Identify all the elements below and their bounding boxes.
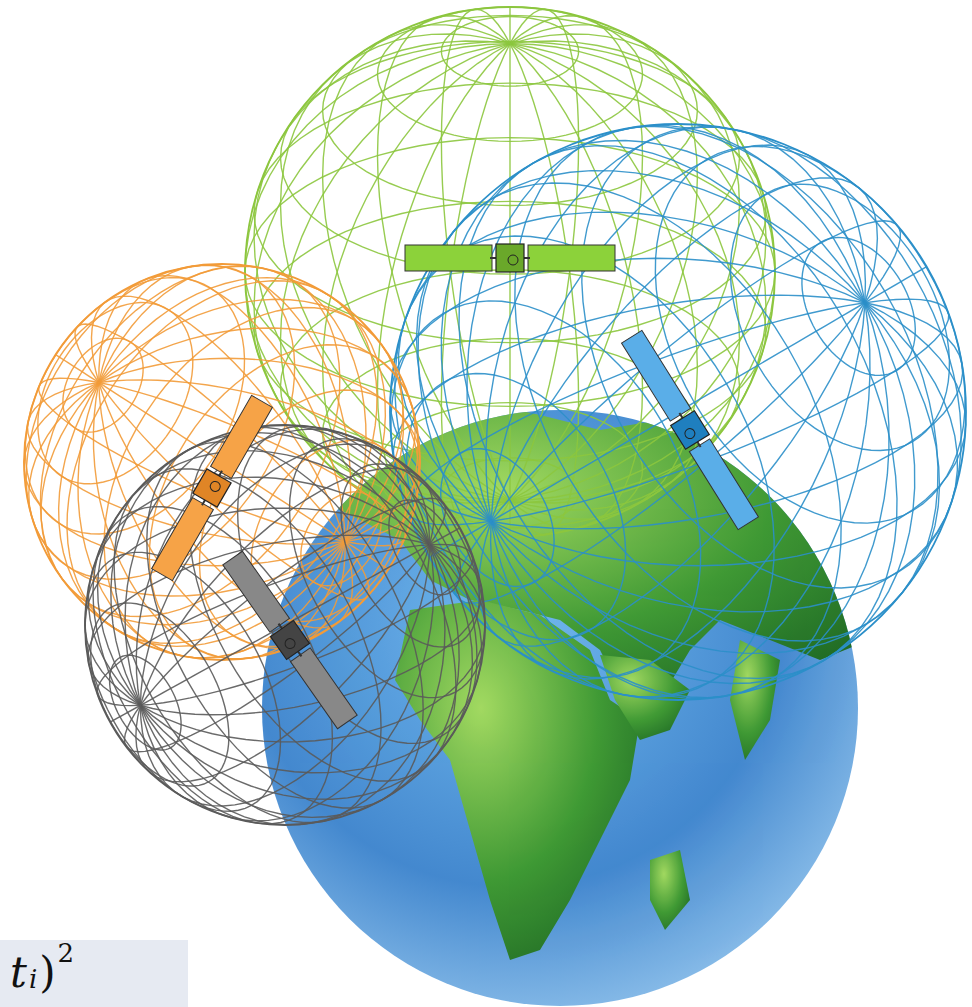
solar-panel: [689, 439, 758, 530]
grid-line: [28, 380, 417, 544]
solar-panel: [622, 330, 691, 421]
grid-line: [441, 9, 578, 534]
formula-text: ): [39, 952, 55, 994]
grid-line: [479, 178, 878, 646]
satellites: [150, 244, 760, 730]
grid-line: [441, 9, 578, 534]
grid-line: [111, 433, 459, 818]
antenna: [283, 637, 297, 651]
grid-line: [393, 295, 962, 529]
solar-panel: [211, 395, 273, 478]
grid-line: [467, 126, 889, 699]
grid-line: [136, 468, 434, 782]
solar-panel: [223, 551, 290, 632]
grid-line: [89, 477, 482, 772]
grid-line: [456, 221, 901, 603]
satellite-body: [496, 244, 524, 272]
grid-line: [59, 278, 386, 647]
satellite: [405, 244, 615, 272]
grid-line: [254, 41, 766, 503]
grid-line: [254, 41, 766, 503]
sphere-outline: [85, 425, 485, 825]
signal-spheres: [24, 7, 966, 825]
grid-line: [486, 127, 870, 697]
grid-line: [124, 498, 445, 751]
grid-line: [441, 140, 914, 683]
grid-line: [491, 145, 866, 679]
wireframe-sphere: [85, 425, 485, 825]
africa: [395, 600, 640, 960]
antenna: [683, 427, 697, 441]
grid-line: [78, 266, 366, 658]
solar-panel: [528, 245, 615, 271]
india: [730, 640, 780, 760]
grid-line: [88, 535, 482, 715]
formula-text: 2: [58, 940, 75, 966]
island: [650, 850, 690, 930]
satellite-body: [271, 621, 310, 660]
antenna: [508, 255, 518, 265]
grid-line: [417, 171, 940, 654]
antenna: [208, 480, 222, 494]
satellite-body: [193, 469, 231, 507]
formula-panel: [0, 940, 188, 1007]
grid-line: [85, 508, 485, 742]
solar-panel: [290, 648, 357, 729]
grid-line: [245, 44, 775, 501]
solar-panel: [405, 245, 492, 271]
solar-panel: [152, 498, 214, 581]
grid-line: [41, 299, 403, 624]
satellite: [620, 329, 760, 530]
earth-globe: [262, 400, 870, 1006]
grid-line: [429, 267, 926, 558]
formula-text: t: [10, 952, 27, 994]
satellite-body: [671, 411, 710, 450]
grid-line: [136, 429, 433, 821]
grid-line: [125, 425, 445, 825]
formula-text: i: [29, 966, 37, 992]
grid-line: [140, 444, 429, 806]
satellite: [221, 550, 359, 730]
satellite: [150, 394, 274, 581]
